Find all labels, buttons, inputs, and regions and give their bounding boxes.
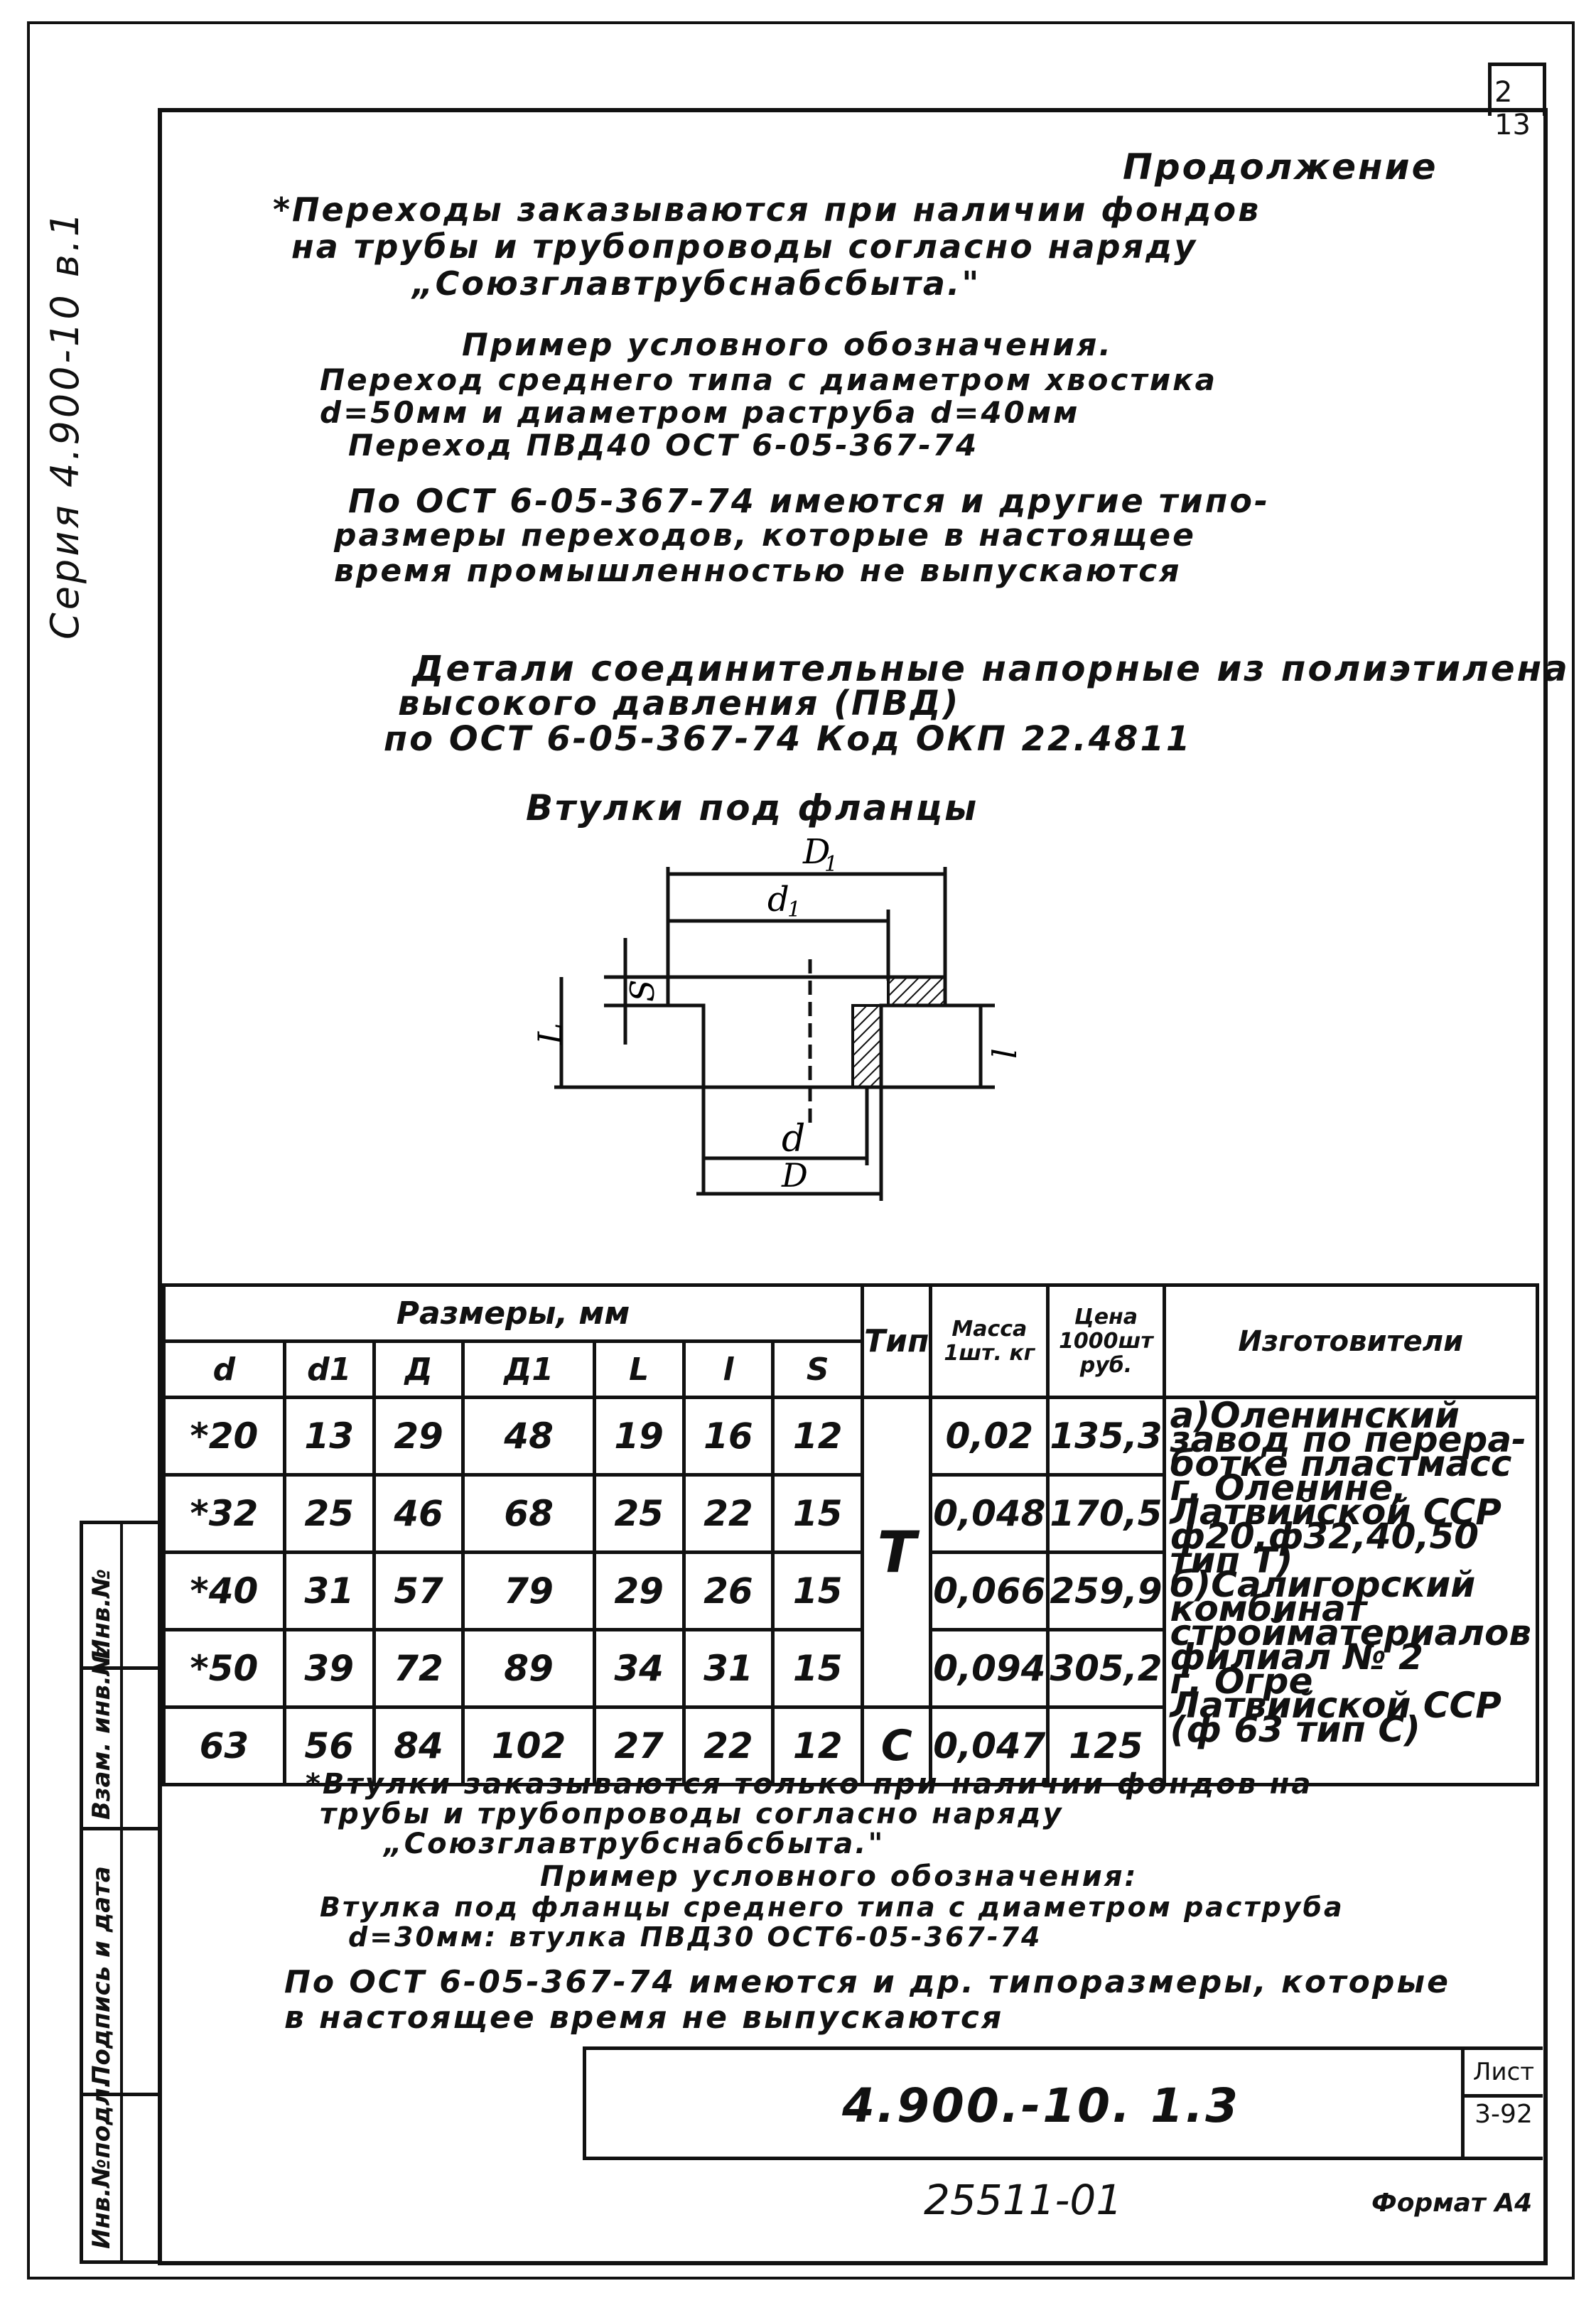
- maker-header: Изготовители: [1162, 1283, 1540, 1399]
- table-row: *40 31 57 79 29 26 15 0,066 259,9: [162, 1550, 1538, 1631]
- col-S: S: [771, 1339, 865, 1399]
- drawing-frame: [158, 108, 1548, 2265]
- note2-line2: размеры переходов, которые в настоящее: [334, 517, 1196, 554]
- series-label: Серия 4.900-10 в.1: [43, 209, 87, 640]
- table-row: *50 39 72 89 34 31 15 0,094 305,2: [162, 1628, 1538, 1709]
- mass-header: Масса 1шт. кг: [929, 1283, 1050, 1399]
- note3-line3: „Союзглавтрубснабсбыта.": [384, 1828, 885, 1860]
- heading: Продолжение: [1123, 146, 1438, 188]
- svg-text:1: 1: [824, 852, 838, 877]
- bushing-drawing: D 1 d 1 S L l d D: [531, 832, 1024, 1201]
- price-header: Цена 1000шт руб.: [1046, 1283, 1166, 1399]
- col-D1: Д1: [461, 1339, 596, 1399]
- maker-cell: а)Оленинский завод по перера- ботке плас…: [1162, 1396, 1540, 1786]
- format-label: Формат А4: [1371, 2189, 1533, 2218]
- side-label-inv-podl: Инв.№подл.: [87, 2078, 116, 2249]
- side-label-signature: Подпись и дата: [87, 1866, 116, 2086]
- label-S: S: [623, 979, 662, 1002]
- label-d: d: [782, 1118, 805, 1160]
- example1-title: Пример условного обозначения.: [462, 327, 1114, 363]
- example1-line3: Переход ПВД40 ОСТ 6-05-367-74: [348, 428, 979, 463]
- label-D: D: [781, 1156, 808, 1194]
- col-L: L: [592, 1339, 686, 1399]
- bottom-code: 25511-01: [924, 2176, 1123, 2224]
- label-l: l: [986, 1048, 1024, 1059]
- note4-line2: в настоящее время не выпускаются: [284, 2000, 1004, 2036]
- type-T: Т: [861, 1396, 933, 1709]
- example2-line2: d=30мм: втулка ПВД30 ОСТ6-05-367-74: [348, 1921, 1042, 1953]
- label-D1: D: [802, 832, 830, 872]
- table-row: 63 56 84 102 27 22 12 С 0,047 125: [162, 1705, 1538, 1786]
- col-d1: d1: [282, 1339, 376, 1399]
- sheet-box-bottom: Лист 3-92: [1461, 2050, 1543, 2157]
- sheet-number: 2 13: [1494, 76, 1531, 141]
- note4-line1: По ОСТ 6-05-367-74 имеются и др. типораз…: [284, 1964, 1450, 2000]
- note2-line1: По ОСТ 6-05-367-74 имеются и другие типо…: [348, 482, 1271, 520]
- note3-line1: *Втулки заказываются только при наличии …: [306, 1768, 1313, 1801]
- label-d1: d: [767, 880, 789, 919]
- section-title-line3: по ОСТ 6-05-367-74 Код ОКП 22.4811: [384, 719, 1192, 759]
- col-d: d: [162, 1339, 286, 1399]
- note1-line2: на трубы и трубопроводы согласно наряду: [291, 227, 1198, 266]
- side-label-vzam: Взам. инв.№: [87, 1646, 116, 1820]
- label-L: L: [531, 1023, 569, 1045]
- type-C: С: [861, 1705, 933, 1786]
- section-title-line1: Детали соединительные напорные из полиэт…: [412, 648, 1570, 689]
- svg-text:1: 1: [787, 897, 801, 922]
- example1-line2: d=50мм и диаметром раструба d=40мм: [320, 395, 1080, 430]
- col-D: Д: [372, 1339, 465, 1399]
- drawing-title: Втулки под фланцы: [526, 787, 979, 829]
- note2-line3: время промышленностью не выпускаются: [334, 553, 1182, 589]
- side-label-inv: Инв.№: [87, 1568, 116, 1659]
- dimensions-table: Размеры, мм Тип Масса 1шт. кг Цена 1000ш…: [161, 1283, 1540, 1786]
- table-row: *20 13 29 48 19 16 12 Т 0,02 135,3 а)Оле…: [162, 1396, 1540, 1786]
- example2-title: Пример условного обозначения:: [540, 1860, 1138, 1893]
- side-stamp-column: Инв.№подл. Подпись и дата Взам. инв.№ Ин…: [80, 1521, 161, 2264]
- type-header: Тип: [861, 1283, 933, 1399]
- doc-code: 4.900.-10. 1.3: [842, 2078, 1241, 2133]
- sheet-label: Лист: [1465, 2050, 1543, 2098]
- group-header: Размеры, мм: [161, 1283, 865, 1343]
- example1-line1: Переход среднего типа с диаметром хвости…: [320, 362, 1217, 397]
- title-block: 4.900.-10. 1.3 Лист 3-92: [583, 2046, 1543, 2160]
- note1-line1: *Переходы заказываются при наличии фондо…: [273, 190, 1261, 229]
- outer-border: [27, 21, 1575, 2280]
- table-row: *32 25 46 68 25 22 15 0,048 170,5: [162, 1473, 1538, 1554]
- section-title-line2: высокого давления (ПВД): [398, 684, 961, 723]
- sheet-number-box: 2 13: [1488, 63, 1546, 141]
- note1-line3: „Союзглавтрубснабсбыта.": [412, 264, 981, 303]
- note3-line2: трубы и трубопроводы согласно наряду: [320, 1798, 1064, 1830]
- col-l: l: [681, 1339, 775, 1399]
- sheet-value: 3-92: [1474, 2100, 1533, 2129]
- example2-line1: Втулка под фланцы среднего типа с диамет…: [320, 1892, 1344, 1923]
